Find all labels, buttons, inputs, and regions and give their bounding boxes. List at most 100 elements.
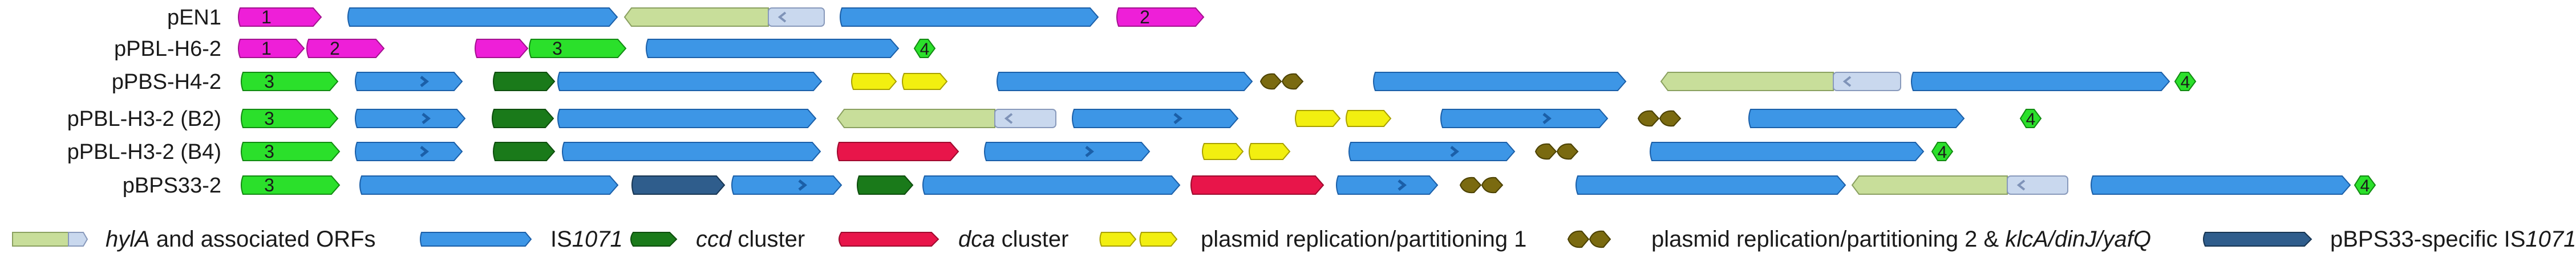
magenta-gene bbox=[238, 7, 322, 27]
rep2-gene bbox=[1459, 177, 1482, 194]
legend-item-hyla: hylA and associated ORFs bbox=[11, 216, 376, 262]
gene-label: 3 bbox=[552, 38, 562, 59]
is1071-element bbox=[2091, 175, 2351, 195]
is1071-element bbox=[557, 72, 823, 91]
is1071-element bbox=[1575, 175, 1846, 195]
chevron-right-icon bbox=[798, 179, 808, 191]
is1071-element bbox=[997, 72, 1253, 91]
plasmid-name: pEN1 bbox=[167, 6, 221, 30]
gene-label: 1 bbox=[261, 7, 272, 27]
hyla-swatch bbox=[12, 232, 88, 247]
legend-item-rep2: plasmid replication/partitioning 2 & klc… bbox=[1566, 216, 2151, 262]
rep2-gene bbox=[1659, 110, 1682, 127]
chevron-right-icon bbox=[1542, 113, 1552, 124]
chevron-right-icon bbox=[422, 113, 431, 124]
rep1-gene bbox=[902, 73, 948, 90]
gene-label: 1 bbox=[261, 38, 272, 59]
is1071-element bbox=[1336, 175, 1439, 195]
marker-label: 4 bbox=[2181, 73, 2190, 92]
gene-label: 2 bbox=[330, 38, 340, 59]
marker-4 bbox=[2354, 175, 2376, 195]
ccd-cluster bbox=[493, 72, 556, 91]
green-gene bbox=[241, 142, 341, 161]
plasmid-name: pPBS-H4-2 bbox=[112, 70, 221, 94]
chevron-left-icon bbox=[1004, 113, 1013, 124]
marker-label: 4 bbox=[920, 40, 930, 59]
rep2-gene bbox=[1637, 110, 1660, 127]
gene-label: 3 bbox=[264, 108, 274, 129]
hyla-associated-orf bbox=[994, 109, 1056, 128]
green-gene bbox=[241, 175, 341, 195]
hyla-gene bbox=[836, 109, 995, 128]
legend-item-is1071: IS1071 bbox=[419, 216, 623, 262]
marker-4 bbox=[2174, 72, 2197, 91]
is1071-element bbox=[355, 142, 463, 161]
chevron-right-icon bbox=[420, 76, 430, 87]
legend-item-pbps33-is1071: pBPS33-specific IS1071 bbox=[2202, 216, 2576, 262]
hyla-gene bbox=[1851, 175, 2008, 195]
magenta-gene bbox=[1116, 7, 1205, 27]
rep1-swatch bbox=[1099, 232, 1178, 247]
is1071-element bbox=[562, 142, 821, 161]
chevron-right-icon bbox=[1085, 146, 1095, 157]
rep2-gene bbox=[1481, 177, 1504, 194]
hyla-gene bbox=[1660, 72, 1834, 91]
rep2-gene bbox=[1259, 73, 1282, 90]
is1071-element bbox=[1748, 109, 1965, 128]
gene-label: 3 bbox=[264, 71, 274, 92]
legend: hylA and associated ORFs IS1071 ccd clus… bbox=[0, 216, 2576, 262]
ccd-cluster bbox=[857, 175, 914, 195]
rep1-gene bbox=[1202, 143, 1244, 160]
chevron-right-icon bbox=[1173, 113, 1183, 124]
hyla-associated-orf bbox=[768, 7, 825, 27]
chevron-right-icon bbox=[1450, 146, 1460, 157]
is1071-element bbox=[557, 109, 817, 128]
rep1-gene bbox=[1249, 143, 1291, 160]
rep1-gene bbox=[851, 73, 897, 90]
marker-4 bbox=[2019, 109, 2042, 128]
pbps33-is1071-swatch bbox=[2203, 232, 2312, 247]
is1071-element bbox=[731, 175, 843, 195]
is1071-element bbox=[355, 72, 463, 91]
gene-label: 3 bbox=[264, 141, 274, 162]
marker-label: 4 bbox=[1938, 143, 1947, 162]
legend-item-rep1: plasmid replication/partitioning 1 bbox=[1098, 216, 1526, 262]
dca-swatch bbox=[839, 232, 939, 247]
magenta-gene bbox=[238, 39, 305, 58]
rep2-gene bbox=[1534, 143, 1557, 160]
ccd-cluster bbox=[493, 142, 556, 161]
chevron-left-icon bbox=[1842, 76, 1852, 87]
is1071-element bbox=[355, 109, 466, 128]
rep2-swatch bbox=[1567, 230, 1611, 248]
is1071-element bbox=[984, 142, 1151, 161]
rep1-gene bbox=[1346, 110, 1392, 127]
is1071-element bbox=[922, 175, 1181, 195]
magenta-gene bbox=[306, 39, 385, 58]
marker-4 bbox=[1931, 142, 1954, 161]
is1071-element bbox=[1072, 109, 1239, 128]
is1071-element bbox=[1348, 142, 1516, 161]
ccd-swatch bbox=[630, 232, 678, 247]
is1071-element bbox=[347, 7, 618, 27]
is1071-element bbox=[1373, 72, 1627, 91]
is1071-element bbox=[1650, 142, 1925, 161]
green-gene bbox=[241, 72, 339, 91]
is1071-element bbox=[359, 175, 619, 195]
marker-label: 4 bbox=[2360, 177, 2370, 195]
rep2-gene bbox=[1281, 73, 1304, 90]
rep1-gene bbox=[1295, 110, 1341, 127]
dca-cluster bbox=[1190, 175, 1325, 195]
marker-label: 4 bbox=[2026, 110, 2036, 129]
magenta-gene bbox=[475, 39, 529, 58]
rep2-gene bbox=[1556, 143, 1579, 160]
marker-4 bbox=[913, 39, 936, 58]
dca-cluster bbox=[837, 142, 959, 161]
is1071-element bbox=[646, 39, 900, 58]
legend-item-ccd: ccd cluster bbox=[627, 216, 805, 262]
